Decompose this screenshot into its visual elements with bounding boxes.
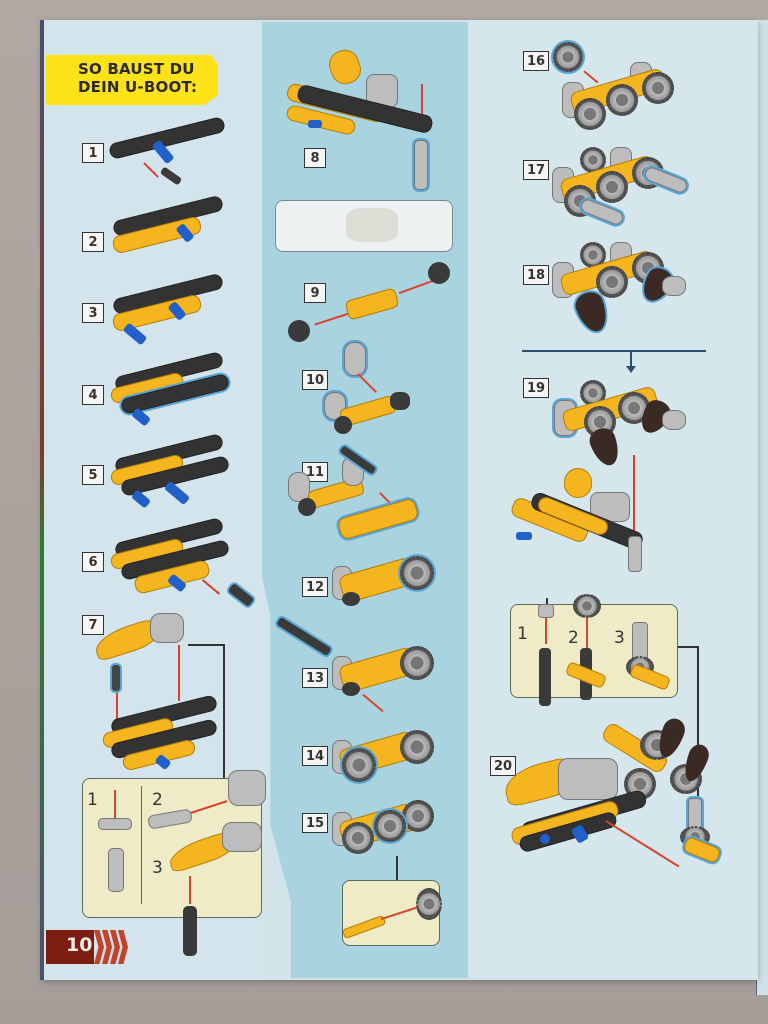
step-8-illustration [282,45,442,150]
step-5-illustration [108,428,232,516]
title-line-1: SO BAUST DU [78,60,195,78]
divider-arrow-stem [630,350,632,370]
down-arrow-icon [626,366,636,373]
step-1-illustration [107,112,228,165]
arrow [545,618,547,644]
connector-line [697,646,699,796]
step-number-6: 6 [82,552,104,572]
gear-part [573,594,601,618]
step-20-illustration [500,715,712,854]
substep-number-1: 1 [87,790,98,810]
page-title: SO BAUST DU DEIN U-BOOT: [78,60,197,96]
step-number-9: 9 [304,283,326,303]
arrow [189,876,191,904]
page-spine [40,20,44,980]
step-number-14: 14 [302,746,328,766]
connector-line [223,644,225,778]
step-16-illustration [560,60,680,138]
arrow [421,84,423,114]
chevron-icon [102,930,112,964]
connector-line [188,644,224,646]
step-13-illustration [330,636,440,712]
step-9-illustration [282,262,452,344]
step-14-illustration [330,720,440,796]
pin-part [183,906,197,956]
step-number-19: 19 [523,378,549,398]
arrow [114,790,116,824]
step-3-illustration [108,268,228,352]
step-number-2: 2 [82,232,104,252]
step-15-illustration [330,792,440,868]
step-2-illustration [108,192,228,262]
step-11-illustration [286,445,430,550]
arrow [633,455,635,535]
page-number: 10 [66,934,93,956]
chevron-icon [94,930,104,964]
step-10-illustration [322,340,416,440]
substep-number-2: 2 [568,628,579,648]
gear-part [553,42,583,72]
step-12-illustration [330,552,440,622]
chevron-decoration [94,930,128,964]
bushing-part [538,604,554,618]
section-divider [522,350,706,352]
connector-line [678,646,698,648]
substep-divider [141,786,142,904]
step-number-20: 20 [490,756,516,776]
step-number-16: 16 [523,51,549,71]
step-18-illustration [550,240,690,340]
step-19-illustration [552,378,692,470]
step-number-13: 13 [302,668,328,688]
step-4-illustration [108,346,232,430]
step-number-10: 10 [302,370,328,390]
title-line-2: DEIN U-BOOT: [78,78,198,96]
step-number-18: 18 [523,265,549,285]
chevron-icon [118,930,128,964]
substep-number-1: 1 [517,624,528,644]
model-ghost-image [346,208,398,242]
arrow [586,618,588,648]
step-19-base-illustration [509,466,650,586]
connector-part [222,822,262,852]
step-number-3: 3 [82,303,104,323]
step-number-4: 4 [82,385,104,405]
page-number-bar [46,930,94,964]
step-number-7: 7 [82,615,104,635]
pin-part [414,140,428,190]
step-number-8: 8 [304,148,326,168]
step-number-17: 17 [523,160,549,180]
substep-number-3: 3 [152,858,163,878]
step-7-illustration [91,605,222,775]
substep-number-2: 2 [152,790,163,810]
step-number-12: 12 [302,577,328,597]
chevron-icon [110,930,120,964]
step-17-illustration [550,145,690,235]
title-banner [46,55,218,105]
connector-part [98,818,132,830]
step-number-15: 15 [302,813,328,833]
substep-number-3: 3 [614,628,625,648]
step-number-5: 5 [82,465,104,485]
connector-part [108,848,124,892]
connector-line [396,856,398,880]
step-number-1: 1 [82,143,104,163]
step-number-11: 11 [302,462,328,482]
gear-part [416,888,442,920]
connector-part [228,770,266,806]
axle-part [539,648,551,706]
